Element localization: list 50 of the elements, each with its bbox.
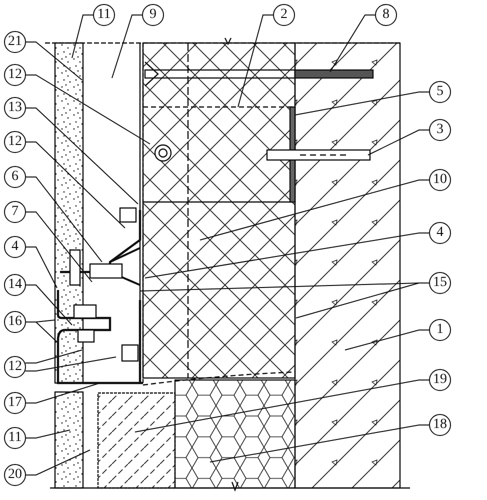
callout-number: 3 (429, 119, 451, 141)
callout-number: 4 (4, 236, 26, 258)
callout-number: 6 (4, 166, 26, 188)
leader-line (144, 232, 430, 278)
leader-line (26, 74, 150, 144)
leader-line (368, 130, 430, 156)
callout-number: 11 (93, 4, 115, 26)
leader-line (330, 14, 376, 72)
leader-line (26, 382, 100, 404)
leader-line (72, 14, 94, 58)
callout-number: 15 (429, 272, 451, 294)
callout-number: 17 (4, 392, 26, 414)
leader-line (294, 92, 430, 116)
leader-line (26, 212, 92, 282)
leader-line (112, 14, 142, 78)
callout-number: 1 (429, 319, 451, 341)
callout-number: 8 (375, 4, 397, 26)
callout-number: 5 (429, 81, 451, 103)
leader-line (210, 424, 430, 462)
leader-line (344, 330, 430, 350)
leader-line (26, 42, 82, 80)
callout-number: 12 (4, 131, 26, 153)
leader-line (26, 108, 138, 204)
callout-number: 7 (4, 201, 26, 223)
leader-line (134, 380, 430, 432)
callout-number: 9 (142, 4, 164, 26)
callout-number: 16 (4, 311, 26, 333)
callout-number: 12 (4, 64, 26, 86)
leader-line (238, 14, 274, 108)
callout-number: 14 (4, 274, 26, 296)
callout-number: 13 (4, 97, 26, 119)
callout-number: 20 (4, 464, 26, 486)
callout-number: 21 (4, 31, 26, 53)
leader-line (26, 176, 102, 262)
leader-line (26, 246, 58, 288)
callout-number: 11 (4, 427, 26, 449)
leader-line (200, 180, 430, 240)
leader-line (24, 356, 116, 372)
callout-number: 2 (273, 4, 295, 26)
leader-line (26, 430, 70, 438)
callout-number: 12 (4, 356, 26, 378)
callout-number: 19 (429, 369, 451, 391)
leader-line (26, 142, 126, 228)
leader-line (24, 350, 82, 364)
callout-number: 10 (429, 169, 451, 191)
leader-line (26, 284, 72, 326)
callout-number: 4 (429, 222, 451, 244)
callout-number: 18 (429, 414, 451, 436)
leader-line (26, 322, 58, 342)
leader-line (26, 450, 90, 476)
